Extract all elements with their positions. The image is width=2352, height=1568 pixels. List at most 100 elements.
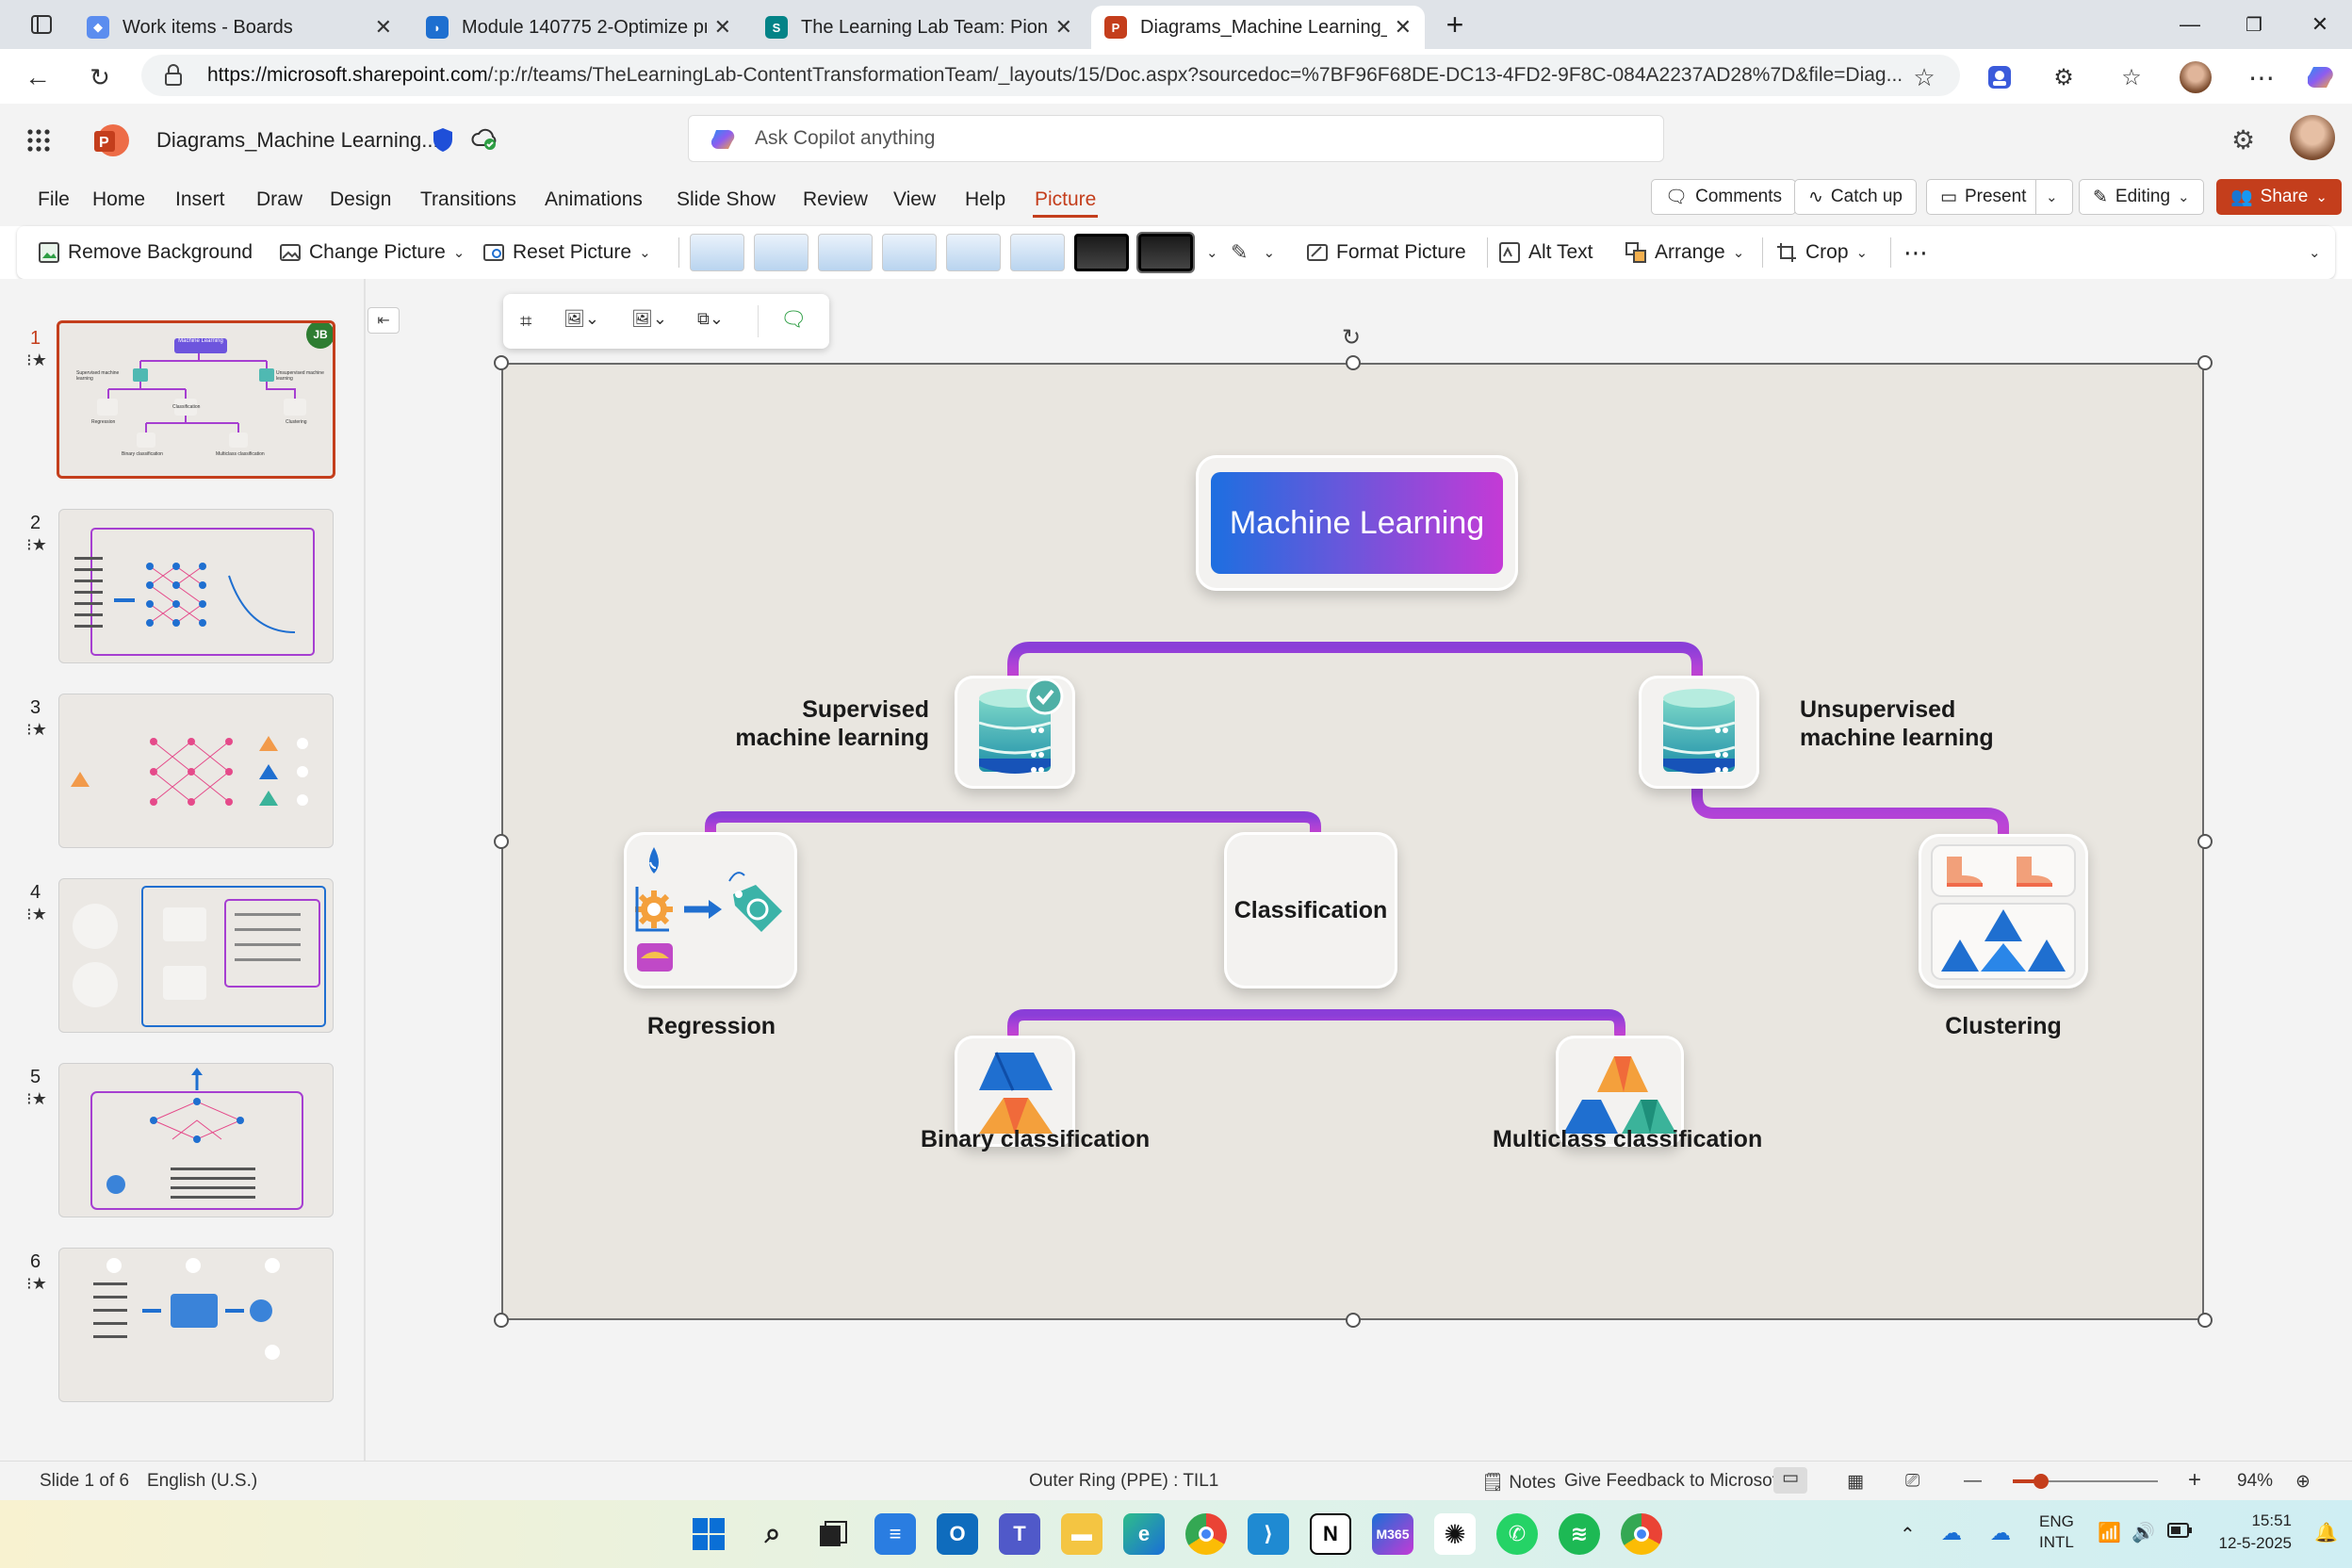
alt-text-button[interactable]: Alt Text bbox=[1498, 236, 1592, 270]
clustering-node[interactable] bbox=[1919, 834, 2088, 988]
vscode-icon[interactable]: ⟩ bbox=[1248, 1513, 1289, 1555]
resize-handle-right[interactable] bbox=[2197, 834, 2213, 849]
m365-icon[interactable]: M365 bbox=[1372, 1513, 1413, 1555]
notes-button[interactable]: 🗒 Notes bbox=[1481, 1471, 1556, 1494]
crop-button[interactable]: Crop⌄ bbox=[1775, 236, 1868, 270]
slide-thumbnail-3[interactable] bbox=[58, 694, 334, 848]
zoom-in-icon[interactable]: + bbox=[2188, 1467, 2202, 1493]
picture-style-8[interactable] bbox=[1136, 232, 1195, 273]
present-dropdown[interactable]: ⌄ bbox=[2035, 179, 2073, 215]
show-hidden-icons[interactable]: ⌃ bbox=[1900, 1525, 1916, 1545]
extension-people-icon[interactable] bbox=[1983, 60, 2017, 94]
regression-node[interactable] bbox=[624, 832, 797, 988]
ribbon-collapse-button[interactable]: ⌄ bbox=[2301, 236, 2321, 270]
restore-icon[interactable]: ❐ bbox=[2246, 14, 2262, 36]
notifications-icon[interactable]: 🔔 bbox=[2314, 1523, 2338, 1544]
slide-thumbnail-4[interactable] bbox=[58, 878, 334, 1033]
normal-view-icon[interactable]: ▭ bbox=[1773, 1467, 1807, 1494]
menu-help[interactable]: Help bbox=[965, 188, 1006, 210]
outlook-icon[interactable]: O bbox=[937, 1513, 978, 1555]
picture-style-icon[interactable]: 🖼⌄ bbox=[631, 309, 667, 328]
resize-handle-top[interactable] bbox=[1346, 355, 1361, 370]
unsupervised-node[interactable] bbox=[1639, 676, 1759, 789]
zoom-slider-thumb[interactable] bbox=[2034, 1474, 2049, 1489]
more-options-icon[interactable]: ⋯ bbox=[2248, 62, 2275, 92]
notion-icon[interactable]: N bbox=[1310, 1513, 1351, 1555]
classification-node[interactable]: Classification bbox=[1224, 832, 1397, 988]
tab-actions-icon[interactable] bbox=[13, 8, 70, 41]
resize-handle-left[interactable] bbox=[494, 834, 509, 849]
binary-classification-node[interactable] bbox=[955, 1036, 1075, 1147]
system-clock[interactable]: 15:51 12-5-2025 bbox=[2211, 1510, 2292, 1555]
zoom-out-icon[interactable]: — bbox=[1964, 1471, 1982, 1491]
rotate-handle-icon[interactable]: ↻ bbox=[1342, 325, 1362, 351]
close-icon[interactable]: ✕ bbox=[713, 15, 731, 39]
catch-up-button[interactable]: ∿Catch up bbox=[1794, 179, 1917, 215]
more-ribbon-options-icon[interactable]: ⋯ bbox=[1903, 237, 1928, 267]
user-avatar[interactable] bbox=[2290, 115, 2335, 160]
menu-view[interactable]: View bbox=[893, 188, 937, 210]
picture-style-1[interactable] bbox=[690, 234, 744, 271]
new-comment-icon[interactable]: 🗨 bbox=[780, 307, 807, 331]
wifi-icon[interactable]: 📶 bbox=[2098, 1523, 2121, 1544]
spotify-icon[interactable]: ≋ bbox=[1559, 1513, 1600, 1555]
menu-draw[interactable]: Draw bbox=[256, 188, 303, 210]
picture-style-6[interactable] bbox=[1010, 234, 1065, 271]
reading-view-icon[interactable]: ⎚ bbox=[1905, 1471, 1920, 1491]
sensitivity-shield-icon[interactable] bbox=[432, 126, 454, 153]
arrange-icon[interactable]: ⧉⌄ bbox=[697, 309, 724, 328]
feedback-link[interactable]: Give Feedback to Microsoft bbox=[1564, 1471, 1783, 1491]
browser-tab-module[interactable]: ◗ Module 140775 2-Optimize prom ✕ bbox=[413, 6, 744, 49]
task-view-icon[interactable] bbox=[812, 1513, 854, 1555]
menu-review[interactable]: Review bbox=[803, 188, 868, 210]
resize-handle-bottom-left[interactable] bbox=[494, 1313, 509, 1328]
menu-home[interactable]: Home bbox=[92, 188, 146, 210]
change-picture-button[interactable]: Change Picture⌄ bbox=[279, 236, 465, 270]
settings-gear-icon[interactable]: ⚙ bbox=[2231, 125, 2256, 155]
reset-picture-button[interactable]: Reset Picture⌄ bbox=[482, 236, 651, 270]
picture-style-5[interactable] bbox=[946, 234, 1001, 271]
profile-avatar[interactable] bbox=[2179, 60, 2213, 94]
battery-icon[interactable] bbox=[2167, 1523, 2192, 1538]
menu-insert[interactable]: Insert bbox=[175, 188, 225, 210]
menu-slide-show[interactable]: Slide Show bbox=[677, 188, 776, 210]
language-status[interactable]: English (U.S.) bbox=[147, 1471, 258, 1491]
picture-border-button[interactable]: ✎⌄ bbox=[1231, 236, 1275, 270]
saved-cloud-icon[interactable] bbox=[471, 126, 498, 151]
present-button[interactable]: ▭Present bbox=[1926, 179, 2041, 215]
copilot-browser-icon[interactable] bbox=[2305, 60, 2339, 94]
comments-button[interactable]: 🗨Comments bbox=[1651, 179, 1796, 215]
resize-handle-top-right[interactable] bbox=[2197, 355, 2213, 370]
picture-style-2[interactable] bbox=[754, 234, 808, 271]
search-icon[interactable]: ⌕ bbox=[764, 1518, 781, 1549]
slide-thumbnail-5[interactable] bbox=[58, 1063, 334, 1217]
slide-thumbnail-6[interactable] bbox=[58, 1248, 334, 1402]
browser-tab-diagrams[interactable]: P Diagrams_Machine Learning_CB.p ✕ bbox=[1091, 6, 1425, 49]
menu-transitions[interactable]: Transitions bbox=[420, 188, 516, 210]
zoom-level[interactable]: 94% bbox=[2237, 1471, 2274, 1491]
app-launcher-icon[interactable] bbox=[26, 128, 51, 153]
edge-icon[interactable]: e bbox=[1123, 1513, 1165, 1555]
favorite-star-icon[interactable]: ☆ bbox=[1913, 62, 1936, 91]
slide-sorter-icon[interactable]: ▦ bbox=[1847, 1472, 1864, 1492]
menu-design[interactable]: Design bbox=[330, 188, 392, 210]
share-button[interactable]: 👥Share⌄ bbox=[2216, 179, 2342, 215]
url-field[interactable]: https://microsoft.sharepoint.com/:p:/r/t… bbox=[141, 55, 1960, 96]
notepad-icon[interactable]: ≡ bbox=[874, 1513, 916, 1555]
onedrive-icon[interactable]: ☁ bbox=[1941, 1521, 1962, 1544]
file-explorer-icon[interactable]: ▬ bbox=[1061, 1513, 1102, 1555]
remove-background-button[interactable]: Remove Background bbox=[38, 236, 253, 270]
sensitivity-status[interactable]: Outer Ring (PPE) : TIL1 bbox=[1029, 1471, 1219, 1491]
picture-style-4[interactable] bbox=[882, 234, 937, 271]
teams-icon[interactable]: T bbox=[999, 1513, 1040, 1555]
menu-animations[interactable]: Animations bbox=[545, 188, 643, 210]
fit-slide-icon[interactable]: ⊕ bbox=[2295, 1472, 2311, 1492]
extensions-icon[interactable]: ⚙ bbox=[2053, 64, 2074, 90]
chrome-icon[interactable] bbox=[1185, 1513, 1227, 1555]
new-tab-icon[interactable]: + bbox=[1446, 7, 1464, 41]
windows-start-icon[interactable] bbox=[688, 1513, 729, 1555]
format-picture-button[interactable]: Format Picture bbox=[1306, 236, 1466, 270]
menu-picture[interactable]: Picture bbox=[1033, 185, 1099, 218]
whatsapp-icon[interactable]: ✆ bbox=[1496, 1513, 1538, 1555]
resize-handle-bottom-right[interactable] bbox=[2197, 1313, 2213, 1328]
